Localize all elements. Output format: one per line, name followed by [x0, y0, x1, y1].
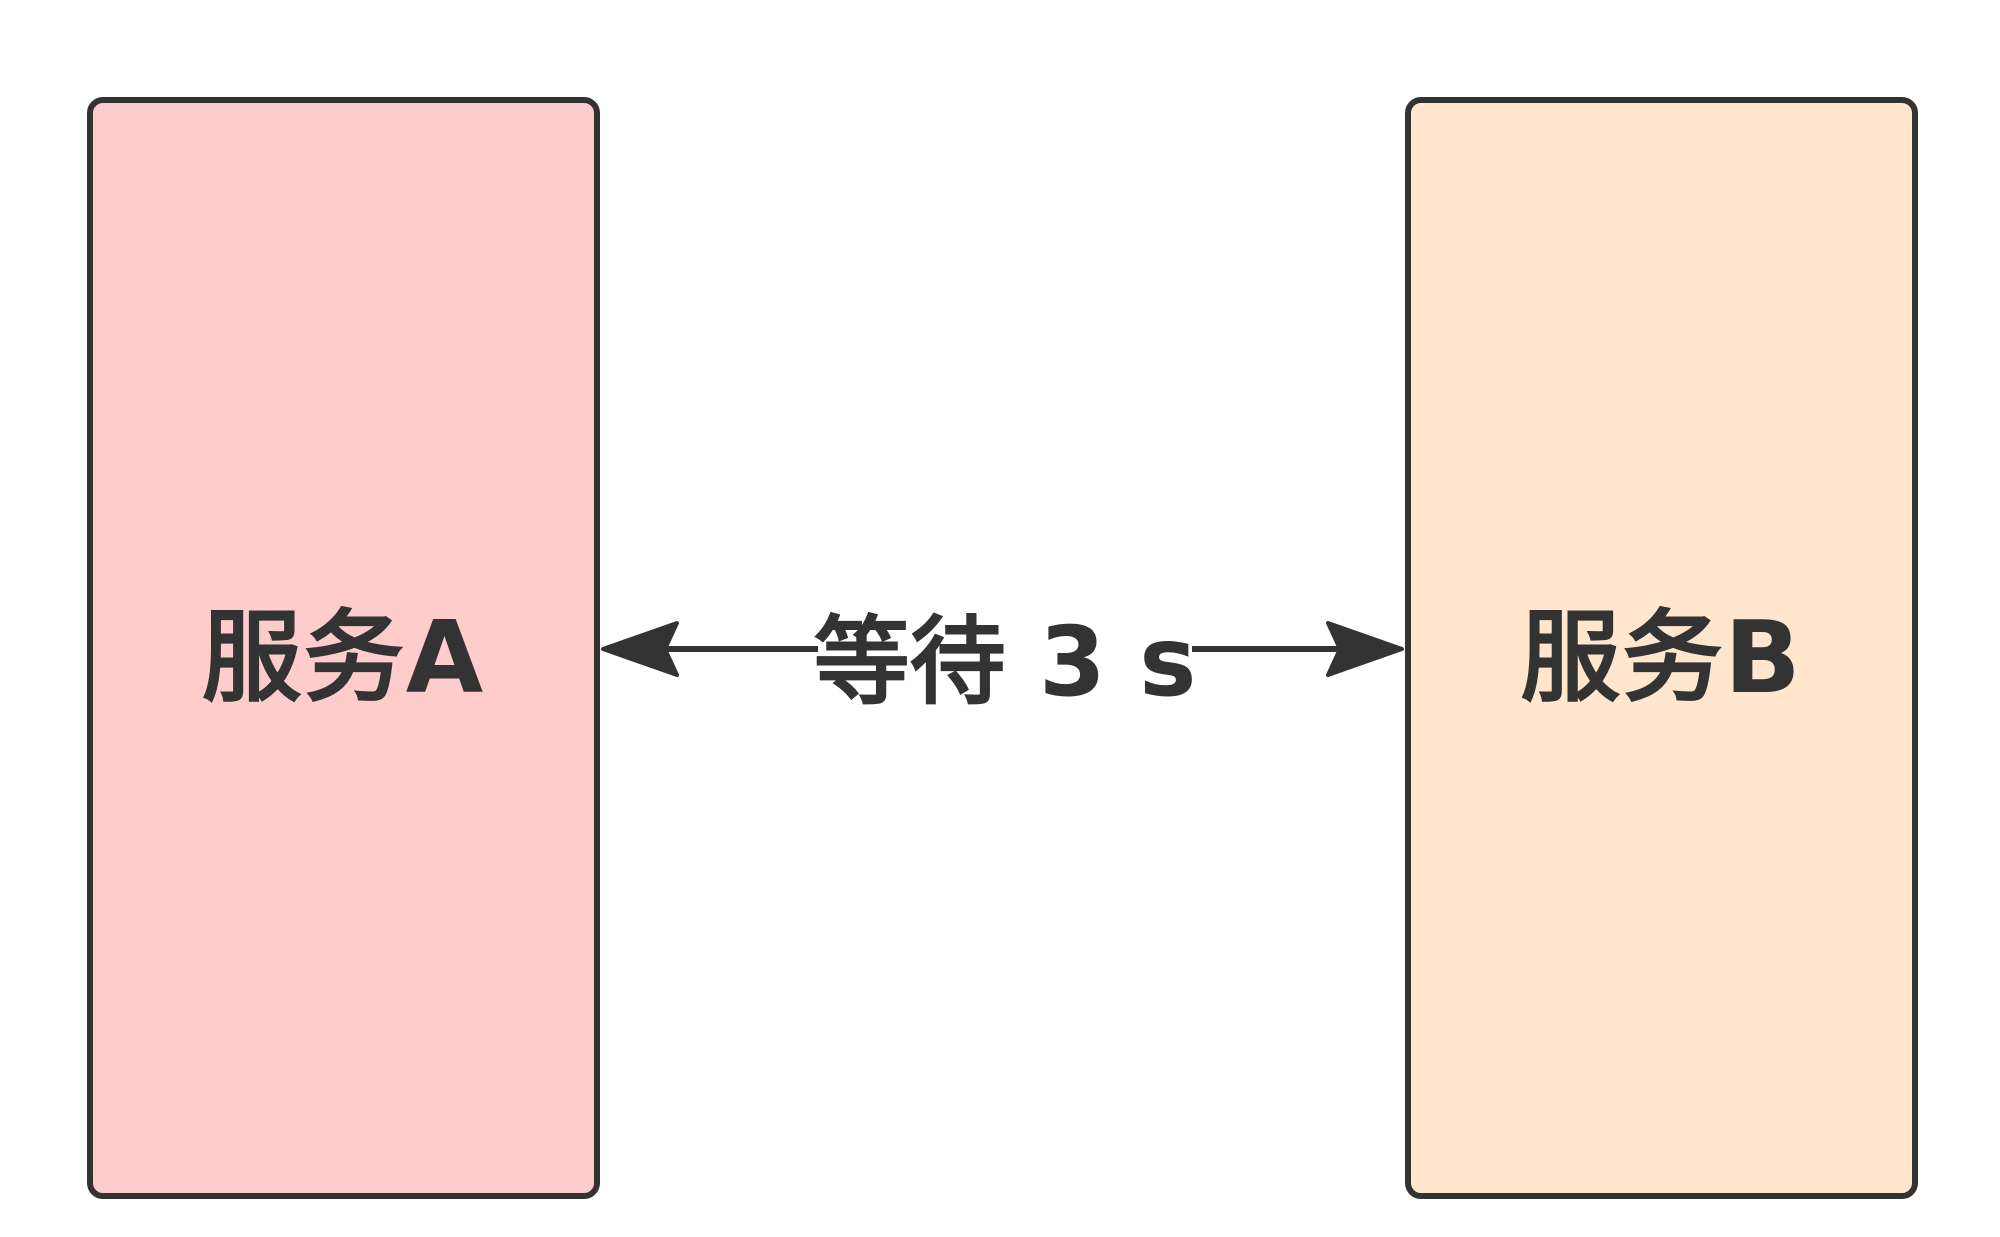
service-a-box[interactable]: 服务A [87, 97, 600, 1199]
arrowhead-left-icon [601, 621, 679, 677]
connector-label: 等待 3 s [814, 593, 1196, 718]
service-b-box[interactable]: 服务B [1405, 97, 1918, 1199]
service-b-label: 服务B [1520, 598, 1803, 716]
arrowhead-right-icon [1326, 621, 1404, 677]
service-a-label: 服务A [201, 598, 486, 716]
